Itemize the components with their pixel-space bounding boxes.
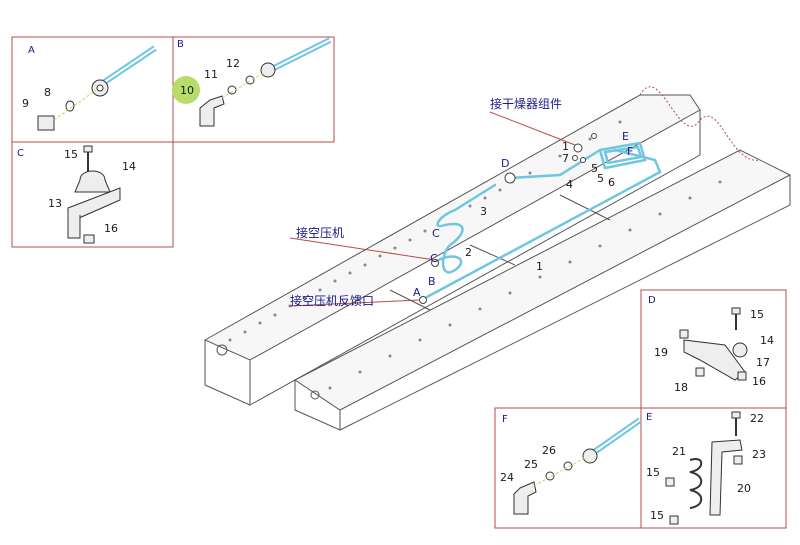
marker-f-main: F	[627, 145, 633, 158]
part-3-main: 3	[480, 205, 487, 218]
marker-e-main: E	[622, 130, 629, 143]
part-2-main: 2	[465, 246, 472, 259]
panel-d-part-19: 19	[654, 346, 668, 359]
break-line	[639, 86, 761, 161]
part-5b-main: 5	[597, 172, 604, 185]
panel-d-letter: D	[648, 295, 656, 306]
panel-b-drawing	[199, 37, 332, 127]
label-dryer: 接干燥器组件	[490, 96, 562, 111]
part-5a-main: 5	[591, 162, 598, 175]
panel-e-part-15a: 15	[646, 466, 660, 479]
panel-d-part-15: 15	[750, 308, 764, 321]
panel-a-part-8: 8	[44, 86, 51, 99]
fittings	[419, 133, 597, 304]
panel-f-part-24: 24	[500, 471, 514, 484]
panel-f-part-26: 26	[542, 444, 556, 457]
panel-a-letter: A	[28, 45, 35, 56]
panel-b-part-11: 11	[204, 68, 218, 81]
chassis-frame	[203, 94, 792, 431]
panel-b-letter: B	[177, 39, 184, 50]
panel-d-drawing	[679, 307, 748, 381]
panel-e-letter: E	[646, 412, 652, 423]
panel-c-part-14: 14	[122, 160, 136, 173]
panel-e-part-21: 21	[672, 445, 686, 458]
part-7-main: 7	[562, 152, 569, 165]
part-1-main: 1	[536, 260, 543, 273]
marker-c1-main: C	[430, 252, 438, 265]
panel-f-drawing	[513, 417, 642, 515]
marker-d-main: D	[501, 157, 509, 170]
marker-b-main: B	[428, 275, 436, 288]
panel-d-part-14: 14	[760, 334, 774, 347]
panel-c-part-16: 16	[104, 222, 118, 235]
label-compressor: 接空压机	[296, 225, 344, 240]
panel-e-part-22: 22	[750, 412, 764, 425]
panel-d-part-16: 16	[752, 375, 766, 388]
callout-leaders	[289, 111, 576, 307]
marker-a-main: A	[413, 286, 421, 299]
pipe-routing	[423, 141, 662, 300]
panel-b-part-12: 12	[226, 57, 240, 70]
panel-c-part-15: 15	[64, 148, 78, 161]
panel-e-part-15b: 15	[650, 509, 664, 522]
panel-c-frame	[11, 141, 174, 248]
panel-d-part-17: 17	[756, 356, 770, 369]
label-feedback: 接空压机反馈口	[290, 293, 374, 308]
panel-c-part-13: 13	[48, 197, 62, 210]
part-6-main: 6	[608, 176, 615, 189]
panel-e-part-20: 20	[737, 482, 751, 495]
part-4-main: 4	[566, 178, 573, 191]
panel-b-part-10: 10	[180, 84, 194, 97]
part-1b-main: 1	[562, 140, 569, 153]
marker-c2-main: C	[432, 227, 440, 240]
panel-e-part-23: 23	[752, 448, 766, 461]
panel-c-drawing	[67, 145, 121, 244]
panel-d-part-18: 18	[674, 381, 688, 394]
panel-a-drawing	[37, 45, 157, 131]
highlight-10	[172, 76, 200, 104]
panel-e-drawing	[665, 411, 743, 525]
panel-a-part-9: 9	[22, 97, 29, 110]
panel-c-letter: C	[17, 148, 24, 159]
panel-f-part-25: 25	[524, 458, 538, 471]
panel-f-letter: F	[502, 414, 508, 425]
